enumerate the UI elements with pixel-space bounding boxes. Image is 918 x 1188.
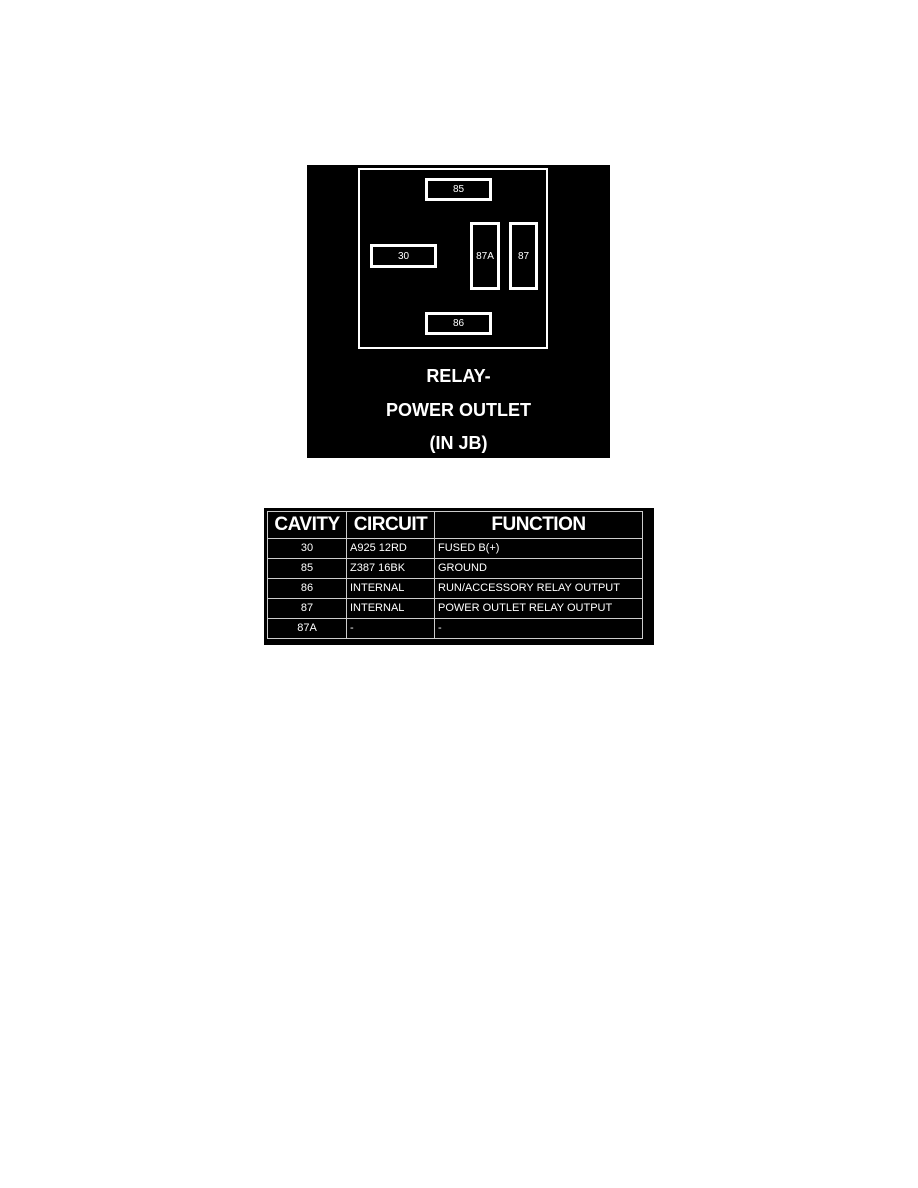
circuit-cell: INTERNAL <box>346 598 435 619</box>
cavity-cell: 87 <box>267 598 347 619</box>
table-row: 87A-- <box>267 618 643 639</box>
cavity-cell: 87A <box>267 618 347 639</box>
cavity-cell: 86 <box>267 578 347 599</box>
circuit-cell: Z387 16BK <box>346 558 435 579</box>
circuit-cell: INTERNAL <box>346 578 435 599</box>
table-header-row: CAVITY CIRCUIT FUNCTION <box>267 511 643 539</box>
pin-87a: 87A <box>470 222 500 290</box>
caption-line-2: POWER OUTLET <box>386 400 531 420</box>
cavity-cell: 30 <box>267 538 347 559</box>
header-circuit: CIRCUIT <box>346 511 435 539</box>
function-cell: POWER OUTLET RELAY OUTPUT <box>434 598 643 619</box>
function-cell: RUN/ACCESSORY RELAY OUTPUT <box>434 578 643 599</box>
pin-86: 86 <box>425 312 492 335</box>
relay-housing-outline <box>358 168 548 349</box>
function-cell: FUSED B(+) <box>434 538 643 559</box>
circuit-cell: - <box>346 618 435 639</box>
caption-line-3: (IN JB) <box>429 433 488 453</box>
pin-30: 30 <box>370 244 437 268</box>
cavity-cell: 85 <box>267 558 347 579</box>
circuit-cell: A925 12RD <box>346 538 435 559</box>
relay-connector-diagram: 85 30 87A 87 86 RELAY- POWER OUTLET (IN … <box>307 165 610 458</box>
header-function: FUNCTION <box>434 511 643 539</box>
function-cell: - <box>434 618 643 639</box>
function-cell: GROUND <box>434 558 643 579</box>
pin-87: 87 <box>509 222 538 290</box>
header-cavity: CAVITY <box>267 511 347 539</box>
pin-85: 85 <box>425 178 492 201</box>
caption-line-1: RELAY- <box>426 366 491 386</box>
